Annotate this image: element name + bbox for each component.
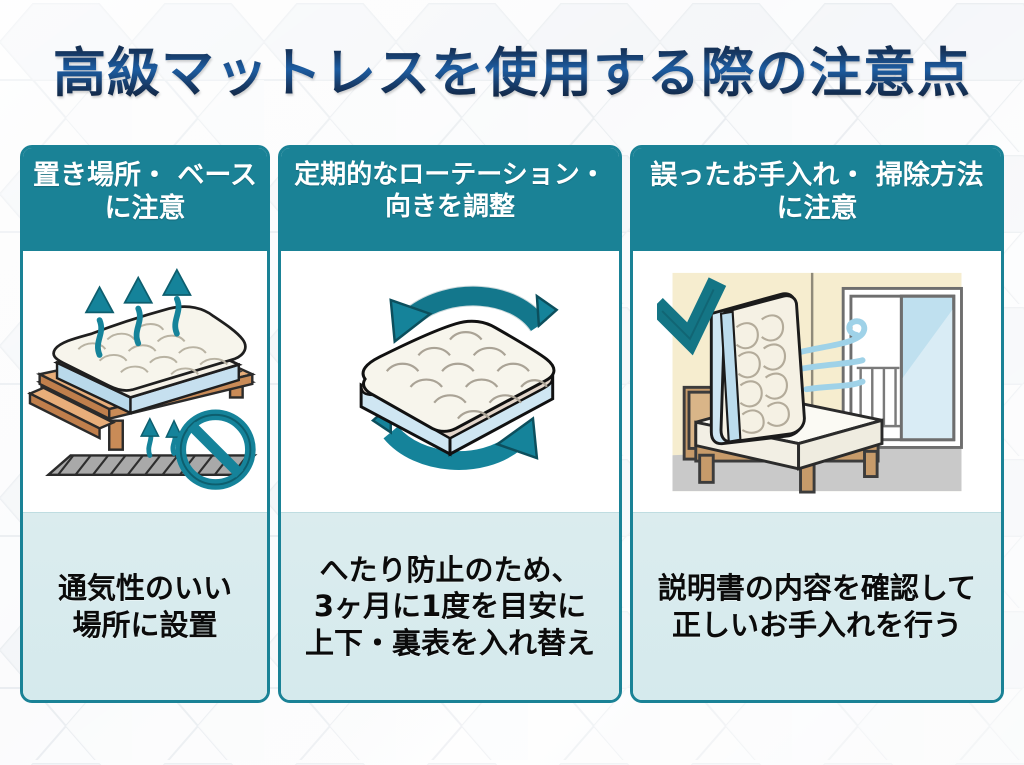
cards-row: 置き場所・ ベースに注意 xyxy=(20,145,1004,703)
mattress-on-slatted-bed-frame-ventilation-icon xyxy=(27,267,258,490)
rotation-arrow-top-left-icon xyxy=(389,285,559,344)
card-header: 誤ったお手入れ・ 掃除方法に注意 xyxy=(633,148,1001,251)
bedroom-mattress-airing-by-window-icon xyxy=(657,272,963,494)
mattress-rotation-arrows-icon xyxy=(359,285,559,470)
upward-airflow-arrows-upper-icon xyxy=(95,295,182,358)
card-caption-line-1: へたり防止のため、 xyxy=(319,553,581,588)
mattress-icon xyxy=(359,319,556,457)
sliding-door-balcony-icon xyxy=(841,286,963,449)
card-header-line-2: 掃除方法に注意 xyxy=(776,160,984,224)
card-header: 置き場所・ ベースに注意 xyxy=(23,148,267,251)
airflow-arrowheads-upper-icon xyxy=(84,267,192,313)
card-illustration xyxy=(281,251,619,512)
card-caption-line-2: 正しいお手入れを行う xyxy=(671,607,962,642)
airflow-arrowheads-lower-icon xyxy=(139,416,183,438)
card-illustration xyxy=(23,251,267,512)
card-header: 定期的なローテーション・ 向きを調整 xyxy=(281,148,619,251)
mattress-icon xyxy=(52,304,247,399)
card-caption: へたり防止のため、 3ヶ月に1度を目安に 上下・裏表を入れ替え xyxy=(281,512,619,700)
air-flow-swirls-icon xyxy=(791,317,868,392)
page-title: 高級マットレスを使用する際の注意点 xyxy=(53,31,971,107)
prohibition-sign-icon xyxy=(175,409,256,490)
card-caption-line-1: 通気性のいい xyxy=(57,571,232,606)
card-header-line-1: 定期的なローテーション・ xyxy=(294,160,606,190)
card-rotation[interactable]: 定期的なローテーション・ 向きを調整 xyxy=(278,145,622,703)
card-placement[interactable]: 置き場所・ ベースに注意 xyxy=(20,145,270,703)
card-maintenance[interactable]: 誤ったお手入れ・ 掃除方法に注意 xyxy=(630,145,1004,703)
card-header-line-1: 誤ったお手入れ・ xyxy=(650,160,867,191)
card-caption-line-2: 場所に設置 xyxy=(72,607,218,642)
card-caption-line-3: 上下・裏表を入れ替え xyxy=(304,625,595,660)
card-caption: 通気性のいい 場所に設置 xyxy=(23,512,267,700)
card-caption: 説明書の内容を確認して 正しいお手入れを行う xyxy=(633,512,1001,700)
card-header-line-2: 向きを調整 xyxy=(384,191,515,222)
mattress-propped-upright-icon xyxy=(709,291,806,445)
checkmark-icon xyxy=(657,276,727,355)
card-header-line-1: 置き場所・ xyxy=(32,160,168,191)
card-header-line-2: ベースに注意 xyxy=(104,160,258,224)
card-illustration xyxy=(633,251,1001,512)
card-caption-line-1: 説明書の内容を確認して xyxy=(657,571,977,606)
card-caption-line-2: 3ヶ月に1度を目安に xyxy=(313,589,587,624)
title-bar: 高級マットレスを使用する際の注意点 xyxy=(0,0,1024,138)
